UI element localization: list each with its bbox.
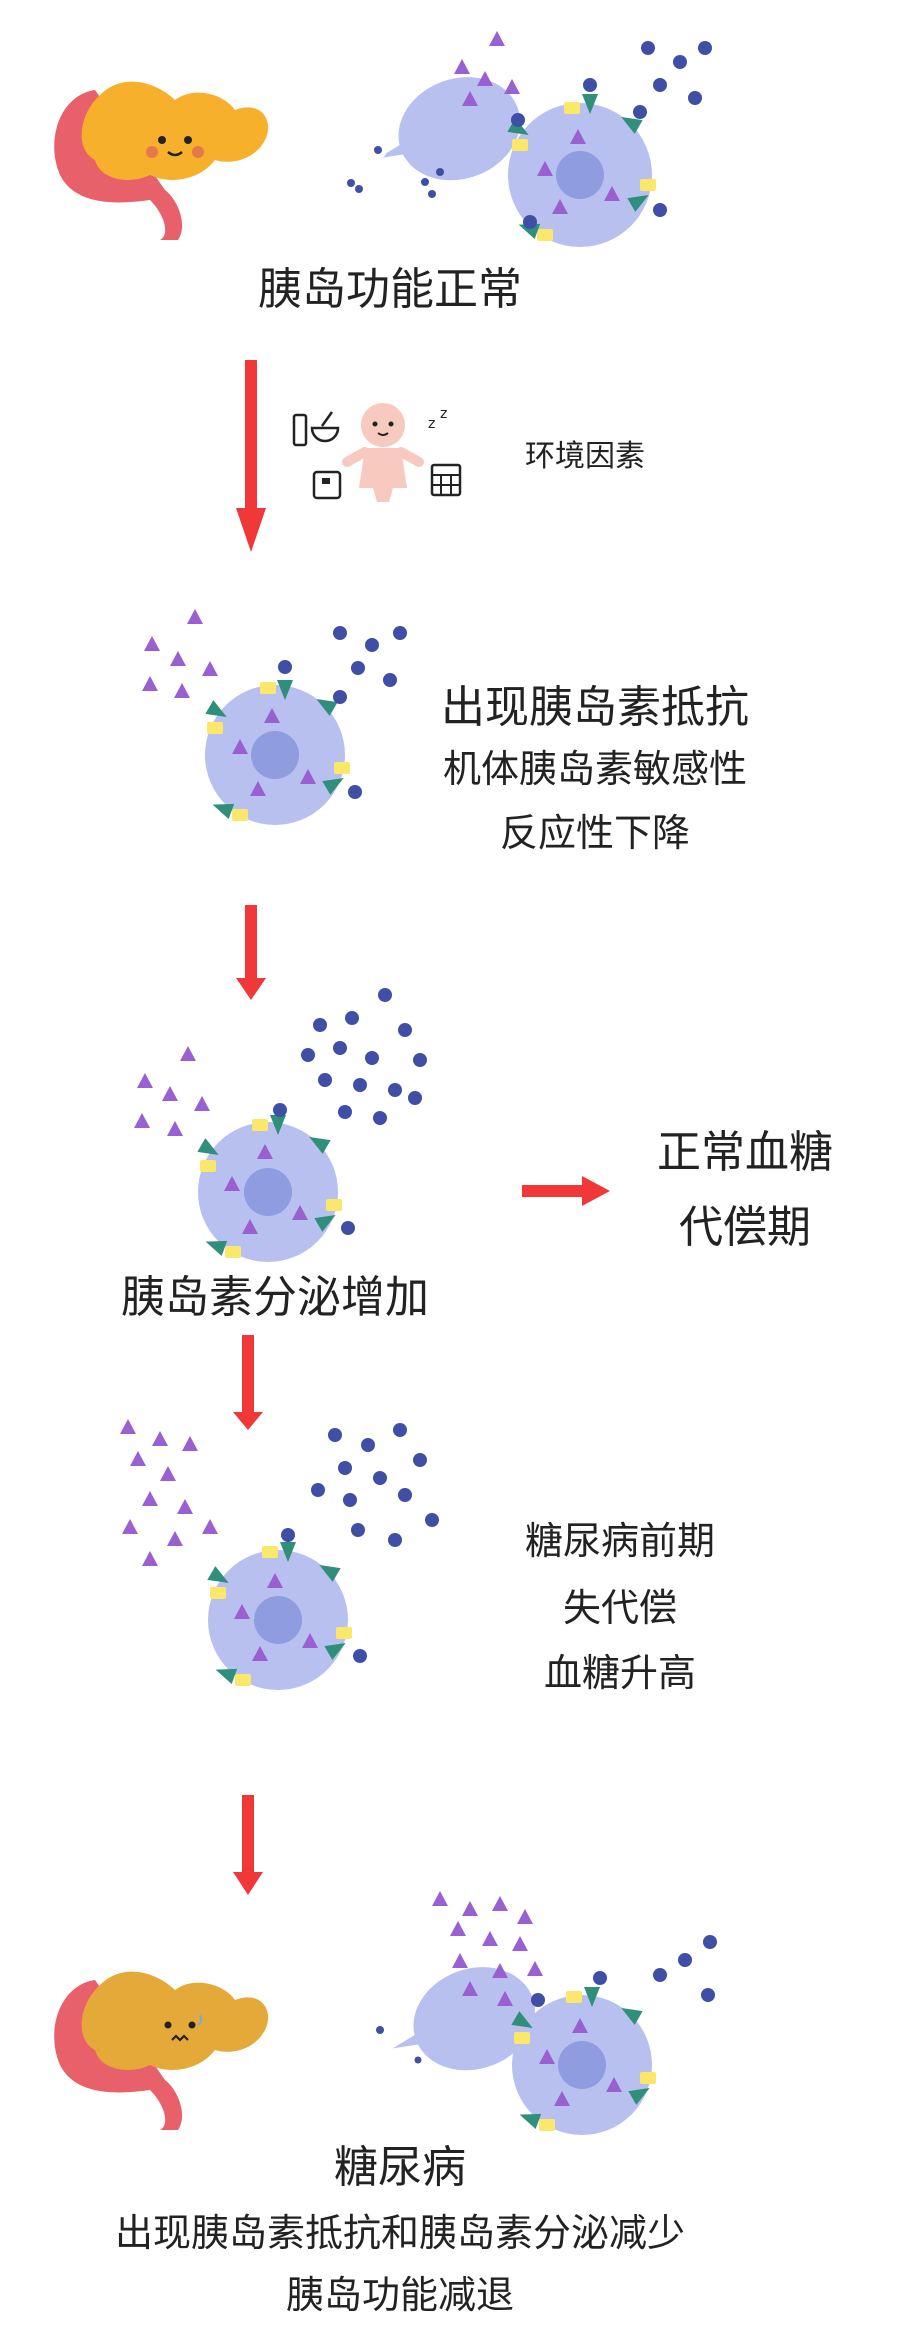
- arrow-down-2: [236, 905, 266, 1000]
- pancman-cell-icon: [341, 77, 520, 200]
- weak-pancman-cell-icon: [341, 1967, 535, 2079]
- increase-cell-icon: [134, 988, 427, 1262]
- svg-text:z: z: [440, 406, 447, 422]
- label-diabetes-title: 糖尿病: [334, 2142, 466, 2193]
- label-prediabetes-line1: 糖尿病前期: [524, 1519, 715, 1563]
- label-prediabetes-line2: 失代偿: [562, 1586, 677, 1630]
- sick-pancreas-icon: [54, 1971, 269, 2130]
- prediabetes-cell-icon: [120, 1419, 439, 1690]
- arrow-down-3: [233, 1335, 263, 1430]
- label-normal: 胰岛功能正常: [258, 264, 522, 315]
- arrow-down-4: [233, 1795, 263, 1895]
- pancreas-icon: [54, 81, 269, 240]
- diabetic-cell-icon: [432, 1891, 717, 2135]
- label-resistance-line3: 反应性下降: [499, 811, 690, 855]
- arrow-down-1: [236, 360, 266, 552]
- calculator-icon: [430, 463, 462, 497]
- arrow-right: [522, 1176, 610, 1206]
- label-diabetes-line3: 胰岛功能减退: [285, 2273, 514, 2317]
- label-compensation-line2: 代偿期: [679, 1202, 811, 1253]
- baby-icon: [342, 403, 424, 502]
- svg-text:z: z: [428, 416, 435, 432]
- label-increase: 胰岛素分泌增加: [121, 1272, 429, 1323]
- sleep-icon: z z: [428, 406, 447, 432]
- label-prediabetes-line3: 血糖升高: [543, 1651, 696, 1695]
- label-resistance-title: 出现胰岛素抵抗: [441, 682, 749, 733]
- food-icon: [292, 411, 340, 447]
- resistance-cell-icon: [142, 609, 407, 825]
- label-environment: 环境因素: [525, 439, 645, 474]
- label-resistance-line2: 机体胰岛素敏感性: [442, 747, 747, 791]
- label-compensation-line1: 正常血糖: [657, 1127, 833, 1178]
- scale-icon: [312, 470, 342, 500]
- body-cell-icon: [454, 31, 712, 247]
- label-diabetes-line2: 出现胰岛素抵抗和胰岛素分泌减少: [114, 2211, 685, 2255]
